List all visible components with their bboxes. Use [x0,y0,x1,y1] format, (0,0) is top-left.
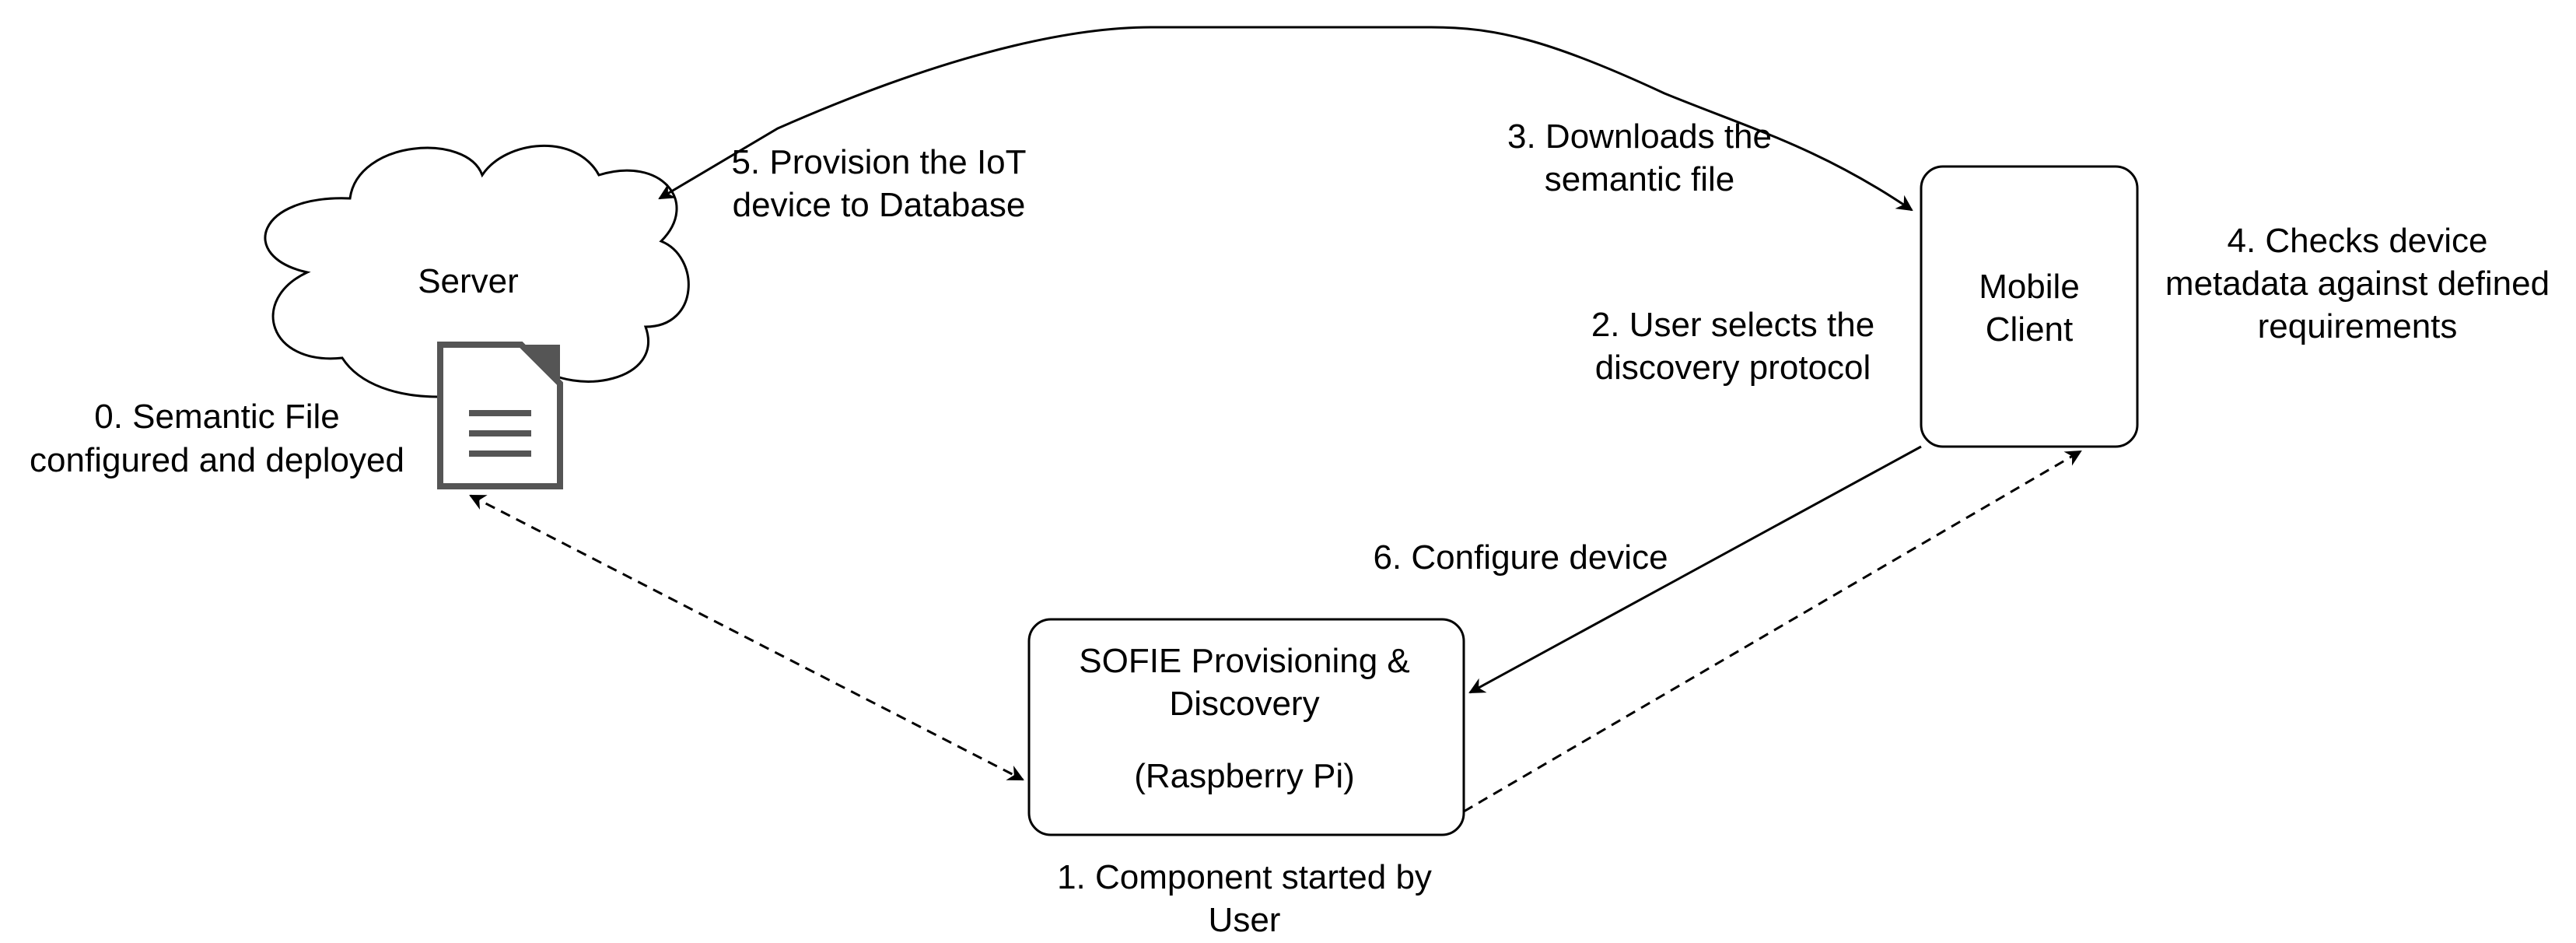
step-4-line1: 4. Checks device [2227,222,2487,260]
step-5-line1: 5. Provision the IoT [731,143,1026,181]
document-icon [437,342,563,489]
step-1-label: 1. Component started by User [1057,858,1432,939]
sofie-label-line2: Discovery [1169,685,1319,723]
cloud-shape [264,144,690,398]
server-label: Server [418,262,519,300]
sofie-label-line1: SOFIE Provisioning & [1079,642,1410,680]
arrow-sofie-mobile [1463,450,2082,813]
sofie-node: SOFIE Provisioning & Discovery (Raspberr… [1027,618,1465,836]
step-2-line1: 2. User selects the [1591,306,1874,344]
step-0-line1: 0. Semantic File [94,398,339,436]
step-2-line2: discovery protocol [1595,349,1871,387]
sofie-label-line3: (Raspberry Pi) [1134,757,1355,795]
step-0-label: 0. Semantic File configured and deployed [30,398,404,479]
step-1-line2: User [1209,901,1281,939]
arrow-document-sofie [469,494,1024,781]
step-3-line2: semantic file [1545,160,1735,198]
sofie-box [1027,618,1465,836]
mobile-client-label-line1: Mobile [1979,268,2080,306]
step-1-line1: 1. Component started by [1057,858,1432,896]
step-0-line2: configured and deployed [30,441,404,479]
server-node: Server [264,144,690,398]
mobile-client-box [1920,165,2139,448]
step-6-label: 6. Configure device [1373,538,1668,577]
step-4-line3: requirements [2258,307,2458,345]
step-4-label: 4. Checks device metadata against define… [2165,222,2550,345]
step-5-line2: device to Database [733,186,1026,224]
arc-mobile-server [658,26,1913,212]
step-3-label: 3. Downloads the semantic file [1507,117,1772,198]
step-5-label: 5. Provision the IoT device to Database [731,143,1026,224]
step-6-line1: 6. Configure device [1373,538,1668,577]
step-3-line1: 3. Downloads the [1507,117,1772,156]
mobile-client-label-line2: Client [1986,310,2074,349]
arrow-mobile-sofie [1468,445,1922,694]
step-2-label: 2. User selects the discovery protocol [1591,306,1874,387]
step-4-line2: metadata against defined [2165,265,2550,303]
mobile-client-node: Mobile Client [1920,165,2139,448]
